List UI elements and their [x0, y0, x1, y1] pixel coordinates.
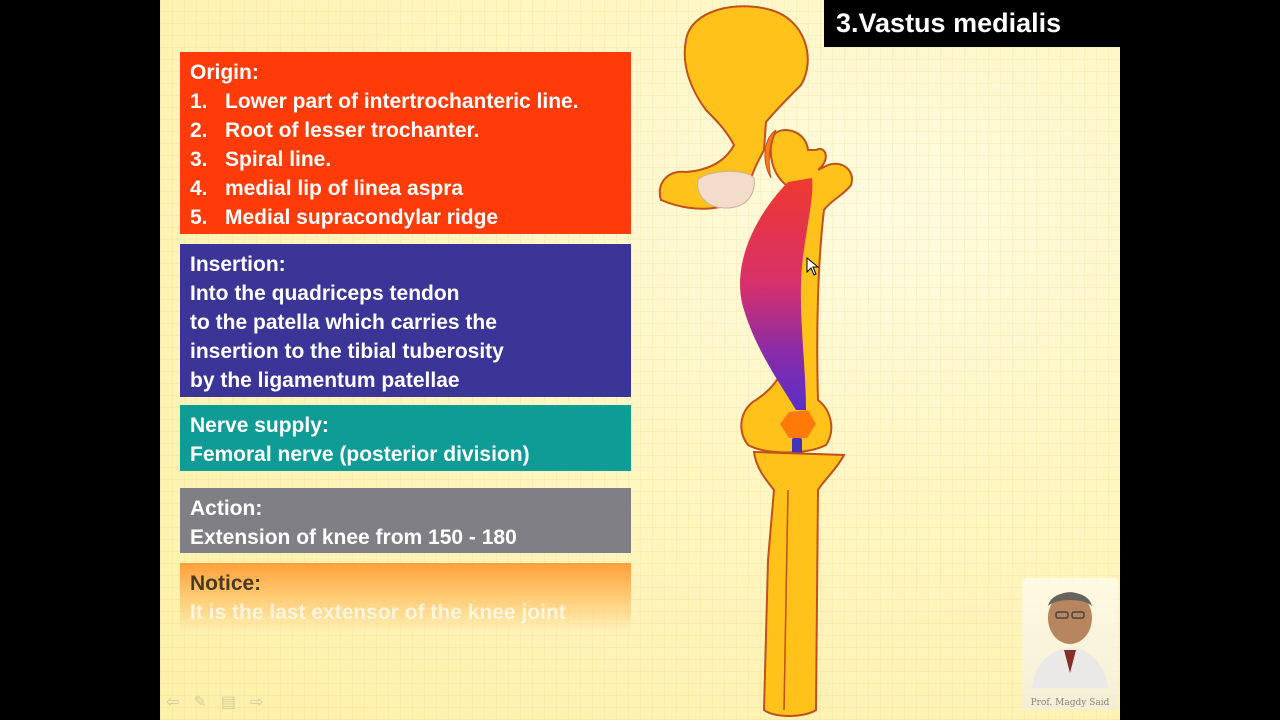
origin-item: 2.Root of lesser trochanter.	[190, 119, 480, 142]
insertion-heading: Insertion:	[190, 253, 286, 276]
presenter-caption: Prof. Magdy Said	[1030, 698, 1110, 708]
origin-item: 5.Medial supracondylar ridge	[190, 206, 499, 229]
insertion-line: to the patella which carries the	[190, 311, 497, 334]
origin-box: Origin: 1.Lower part of intertrochanteri…	[180, 52, 631, 234]
fibula-line	[783, 489, 789, 711]
insertion-line: Into the quadriceps tendon	[190, 282, 460, 305]
notice-box: Notice: It is the last extensor of the k…	[180, 563, 631, 633]
insertion-line: insertion to the tibial tuberosity	[190, 340, 504, 363]
notice-heading: Notice:	[190, 572, 262, 595]
nerve-text: Femoral nerve (posterior division)	[190, 443, 530, 466]
lower-limb-diagram	[658, 5, 853, 717]
obturator-foramen	[697, 170, 755, 209]
vastus-medialis-muscle	[740, 178, 813, 410]
forward-arrow-icon[interactable]: ⇨	[249, 694, 264, 711]
mouse-cursor-icon	[806, 257, 820, 276]
femoral-head-capsule	[764, 129, 777, 179]
patella	[780, 410, 816, 438]
slideshow-controls: ⇦ ✎ ▤ ⇨	[166, 692, 263, 712]
origin-item: 4.medial lip of linea aspra	[190, 177, 464, 200]
origin-item: 1.Lower part of intertrochanteric line.	[190, 90, 579, 113]
back-arrow-icon[interactable]: ⇦	[166, 694, 180, 711]
origin-heading: Origin:	[190, 61, 259, 84]
insertion-box: Insertion: Into the quadriceps tendon to…	[180, 244, 631, 397]
slide: 3.Vastus medialis Origin: 1.Lower part o…	[160, 0, 1120, 720]
action-text: Extension of knee from 150 - 180	[190, 526, 517, 549]
origin-list: 1.Lower part of intertrochanteric line. …	[190, 87, 621, 232]
presenter-icon	[1032, 592, 1108, 688]
tibia-bone	[752, 450, 846, 717]
notice-text: It is the last extensor of the knee join…	[190, 601, 566, 624]
action-heading: Action:	[190, 497, 263, 520]
action-box: Action: Extension of knee from 150 - 180	[180, 488, 631, 553]
nerve-heading: Nerve supply:	[190, 414, 329, 437]
nerve-supply-box: Nerve supply: Femoral nerve (posterior d…	[180, 405, 631, 471]
slide-title: 3.Vastus medialis	[824, 0, 1120, 47]
slides-menu-icon[interactable]: ▤	[220, 694, 236, 711]
origin-item: 3.Spiral line.	[190, 148, 332, 171]
insertion-line: by the ligamentum patellae	[190, 369, 460, 392]
pen-icon[interactable]: ✎	[193, 694, 207, 711]
presenter-photo: Prof. Magdy Said	[1022, 578, 1118, 710]
